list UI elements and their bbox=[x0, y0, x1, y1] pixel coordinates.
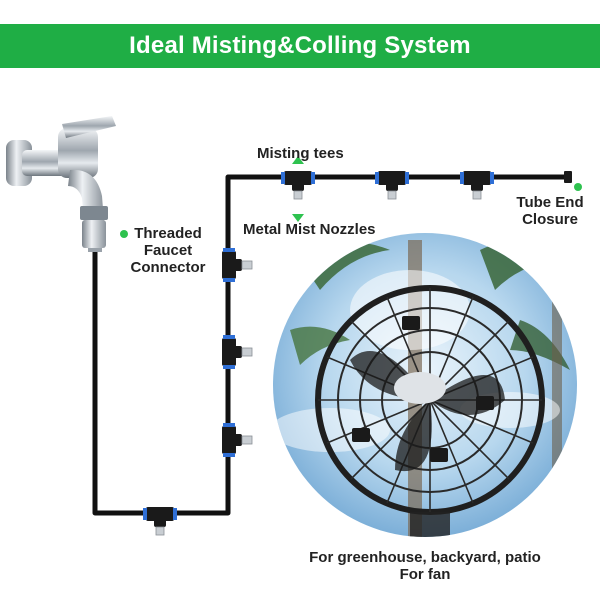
label-misting-tees: Misting tees bbox=[257, 145, 344, 162]
misting-tee-top-1 bbox=[280, 170, 316, 200]
misting-tee-left-3 bbox=[221, 422, 253, 458]
misting-tee-top-3 bbox=[459, 170, 495, 200]
marker-dot-icon bbox=[120, 230, 128, 238]
marker-arrow-down-icon bbox=[292, 214, 304, 222]
misting-tee-bottom bbox=[142, 506, 178, 536]
title-banner: Ideal Misting&Colling System bbox=[0, 24, 600, 68]
misting-tee-left-2 bbox=[221, 334, 253, 370]
label-usage: For greenhouse, backyard, patio For fan bbox=[309, 549, 541, 583]
faucet-image bbox=[6, 116, 116, 252]
fan-photo bbox=[273, 233, 577, 537]
misting-tee-left-1 bbox=[221, 247, 253, 283]
misting-tee-top-2 bbox=[374, 170, 410, 200]
tubing bbox=[92, 174, 566, 516]
marker-icons bbox=[120, 156, 582, 238]
label-metal-mist-nozzles: Metal Mist Nozzles bbox=[243, 221, 376, 238]
label-threaded-faucet-connector: Threaded Faucet Connector bbox=[130, 225, 206, 276]
marker-dot-icon bbox=[574, 183, 582, 191]
page-title: Ideal Misting&Colling System bbox=[129, 32, 471, 59]
tube-end-plug bbox=[564, 171, 572, 183]
marker-arrow-up-icon bbox=[292, 156, 304, 164]
label-tube-end-closure: Tube End Closure bbox=[516, 194, 584, 228]
